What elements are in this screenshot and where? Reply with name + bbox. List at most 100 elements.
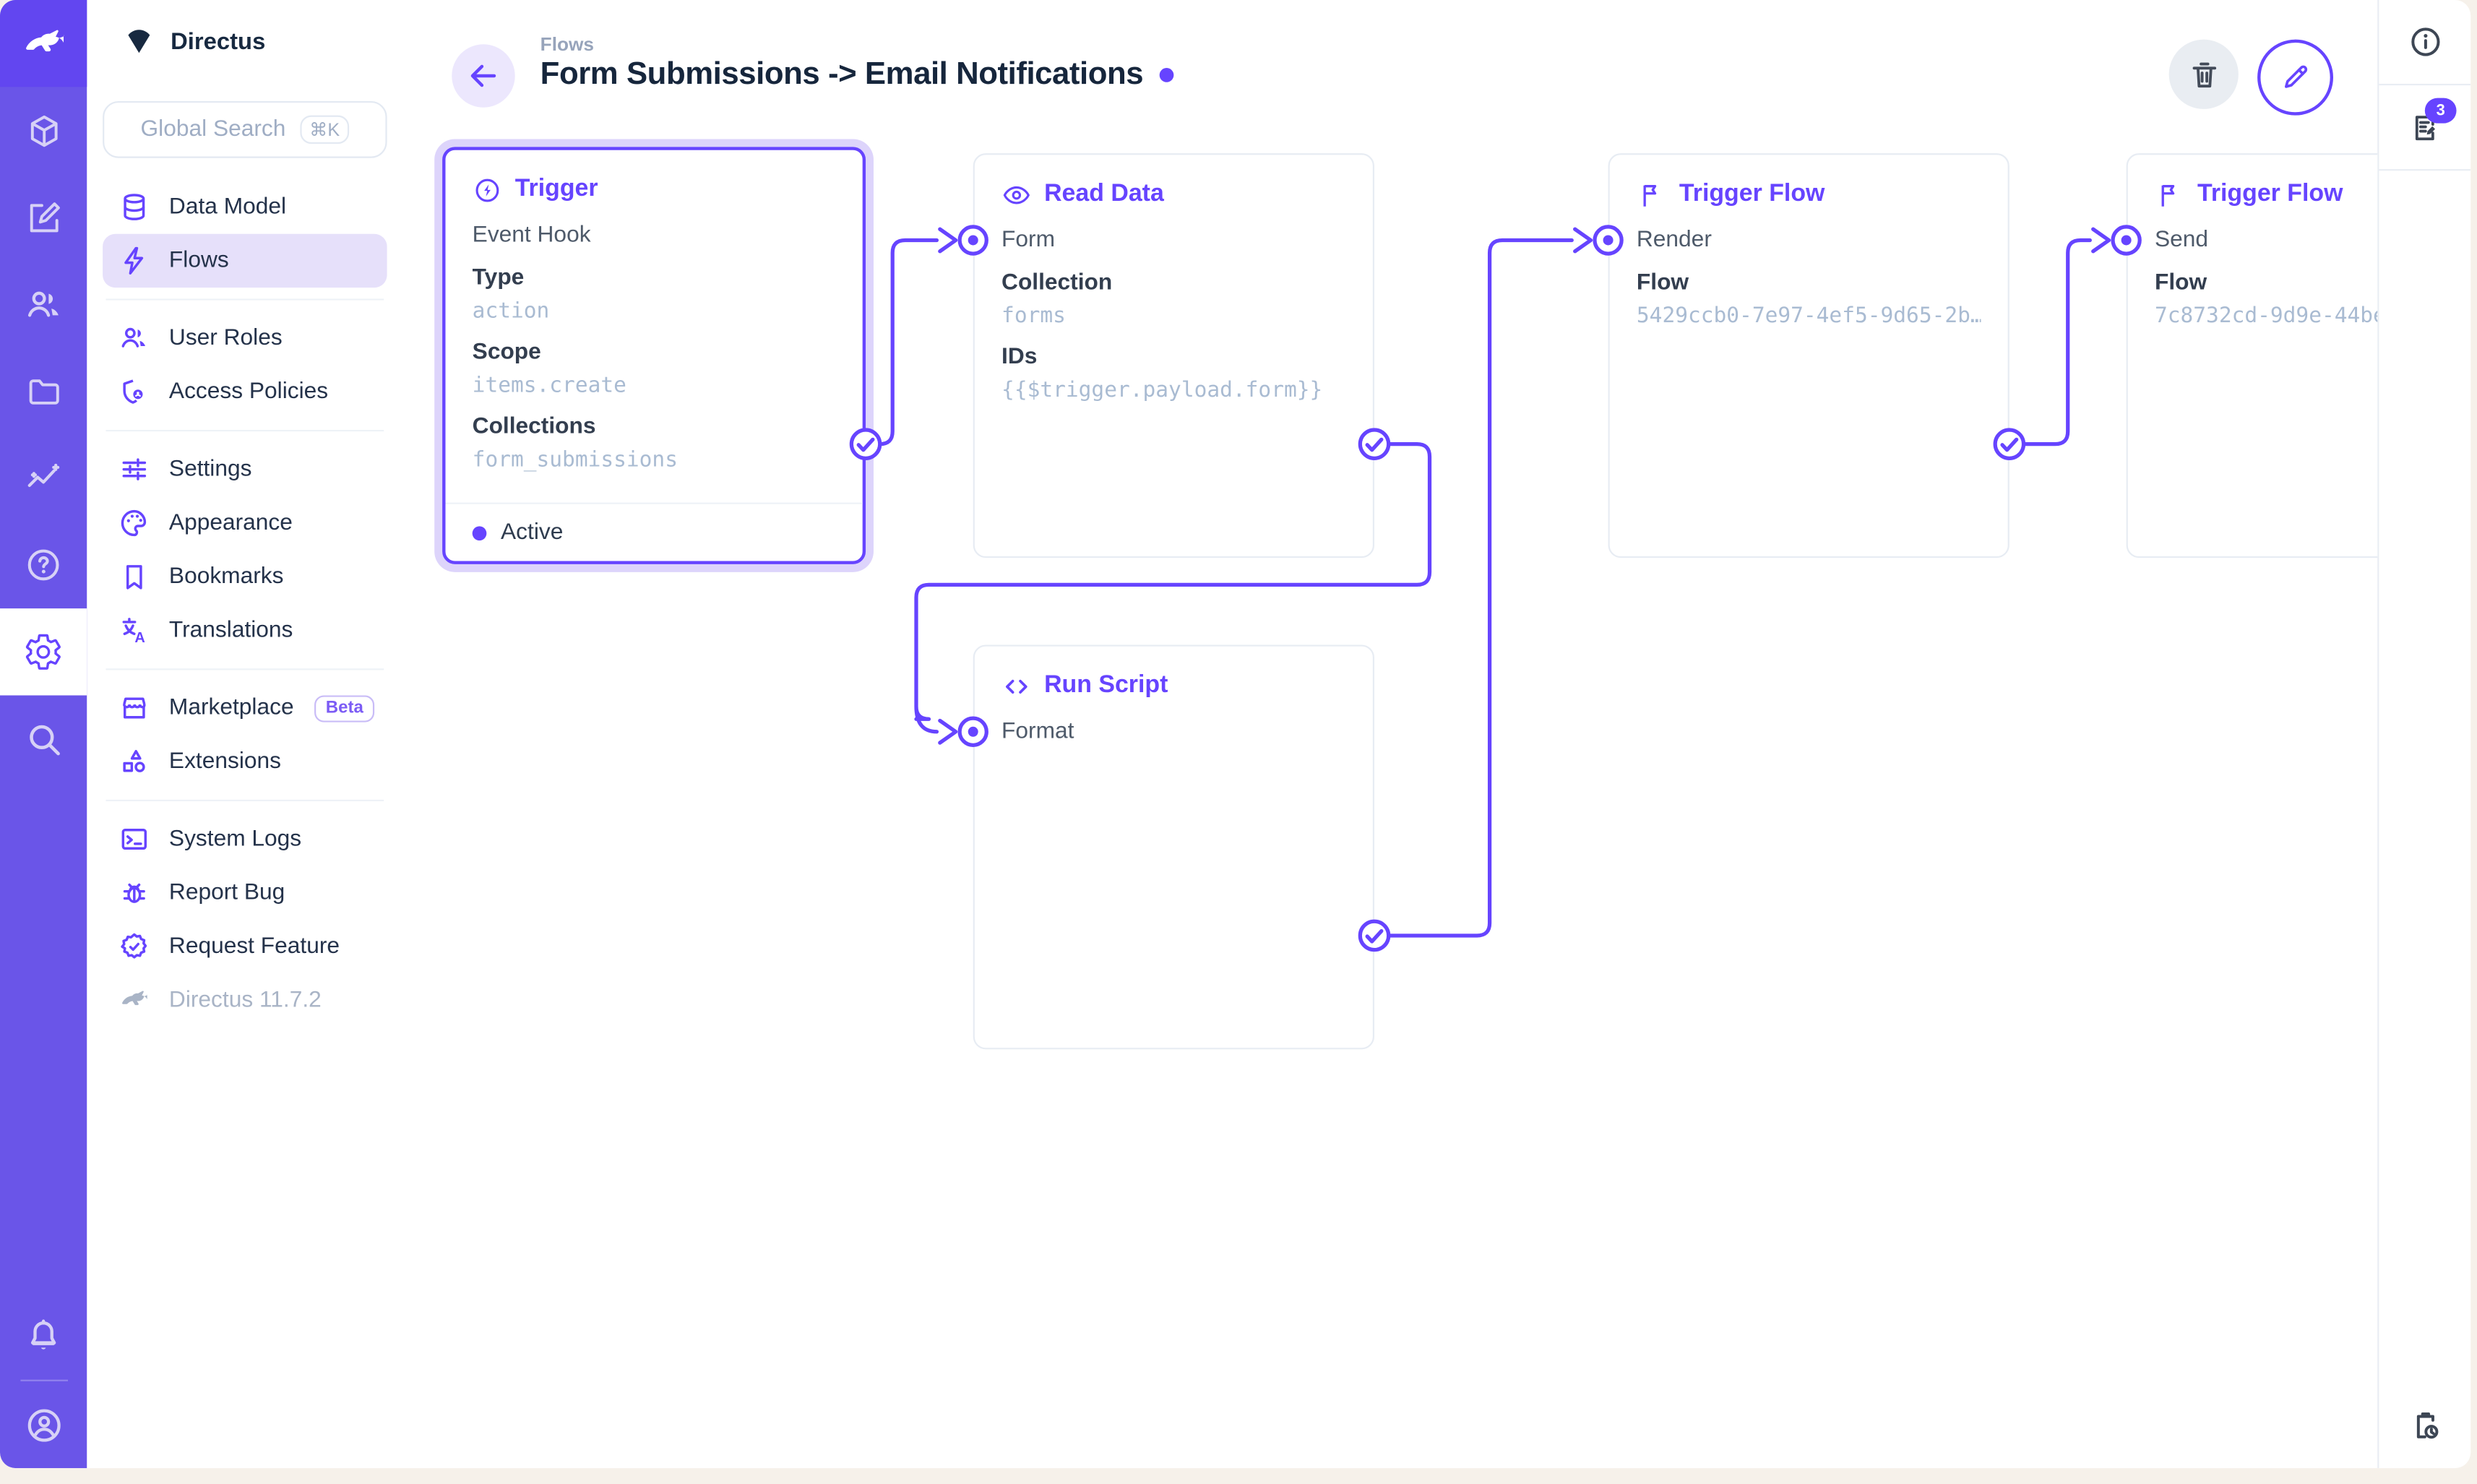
panel-input-label: Send: [2154, 227, 2209, 253]
nav-list: Data Model Flows User Roles Access Polic…: [87, 174, 402, 1027]
status-label: Active: [501, 519, 564, 545]
nav-label: Marketplace: [168, 695, 294, 721]
directus-logo[interactable]: [0, 0, 87, 87]
nav-divider: [105, 668, 384, 670]
breadcrumb: Flows: [540, 33, 595, 56]
nav-item-flows[interactable]: Flows: [103, 233, 387, 288]
info-button[interactable]: [2379, 0, 2470, 84]
version-label: Directus 11.7.2: [168, 988, 322, 1014]
trash-icon: [2192, 61, 2216, 87]
settings-icon: [25, 634, 61, 670]
eye-icon: [1003, 185, 1030, 204]
nav-item-system-logs[interactable]: System Logs: [103, 812, 387, 866]
revisions-button[interactable]: [2379, 1384, 2470, 1468]
operation-panel-trigger-flow-send[interactable]: Trigger Flow Send Flow7c8732cd-9d9e-44be…: [2126, 153, 2378, 558]
project-switcher[interactable]: Directus: [87, 0, 402, 82]
field-label: Scope: [472, 340, 541, 366]
field-label: Collections: [472, 414, 596, 440]
nav-item-report-bug[interactable]: Report Bug: [103, 866, 387, 920]
nav-item-translations[interactable]: A Translations: [103, 604, 387, 657]
module-bar-divider: [20, 1379, 67, 1381]
nav-item-appearance[interactable]: Appearance: [103, 496, 387, 550]
project-name: Directus: [171, 27, 266, 55]
global-search-input[interactable]: Global Search ⌘K: [103, 100, 387, 158]
palette-icon: [119, 507, 150, 539]
field-label: Flow: [1636, 270, 1689, 296]
content-icon: [30, 114, 57, 147]
rabbit-icon: [25, 29, 64, 51]
nav-item-access-policies[interactable]: Access Policies: [103, 365, 387, 418]
editor-icon: [29, 202, 59, 232]
pencil-icon: [2284, 65, 2308, 88]
storefront-icon: [119, 692, 150, 724]
nav-label: User Roles: [168, 325, 283, 351]
code-icon: [1006, 678, 1028, 693]
search-placeholder: Global Search: [140, 116, 286, 142]
nav-label: Translations: [168, 618, 293, 644]
field-value: 5429ccb0-7e97-4ef5-9d65-2b…: [1636, 303, 1981, 329]
bug-icon: [119, 877, 150, 909]
header-actions: [2168, 39, 2334, 116]
operation-panel-trigger-flow-render[interactable]: Trigger Flow Render Flow 5429ccb0-7e97-4e…: [1608, 153, 2009, 558]
database-icon: [119, 191, 150, 223]
bell-icon: [30, 1319, 56, 1350]
clipboard-clock-icon: [2416, 1412, 2438, 1439]
nav-item-marketplace[interactable]: Marketplace Beta: [103, 681, 387, 735]
module-bar: [0, 0, 87, 1469]
module-help[interactable]: [0, 522, 87, 608]
files-icon: [28, 379, 59, 404]
users-icon: [27, 290, 58, 316]
logs-button[interactable]: 3: [2379, 85, 2470, 169]
nav-item-request-feature[interactable]: Request Feature: [103, 920, 387, 973]
module-editor[interactable]: [0, 174, 87, 261]
nav-item-settings[interactable]: Settings: [103, 442, 387, 496]
module-users[interactable]: [0, 261, 87, 348]
panel-title: Run Script: [1044, 671, 1168, 699]
nav-label: Extensions: [168, 749, 282, 775]
field-value: 7c8732cd-9d9e-44be00-a1b2: [2154, 303, 2377, 329]
nav-item-data-model[interactable]: Data Model: [103, 180, 387, 233]
rabbit-icon: [119, 985, 150, 1017]
module-content[interactable]: [0, 87, 87, 173]
module-settings[interactable]: [0, 608, 87, 696]
insights-icon: [27, 463, 60, 487]
operation-panel-run-script[interactable]: Run Script Format: [973, 644, 1374, 1050]
panel-input-label: Form: [1001, 227, 1056, 253]
arrow-left-icon: [470, 64, 496, 87]
field-label: Flow: [2154, 270, 2207, 296]
nav-item-bookmarks[interactable]: Bookmarks: [103, 550, 387, 603]
field-value: form_submissions: [472, 447, 678, 473]
wire-read-data-arrowhead: [938, 718, 958, 745]
nav-item-extensions[interactable]: Extensions: [103, 735, 387, 788]
help-icon: [27, 549, 59, 581]
module-insights[interactable]: [0, 435, 87, 522]
field-value: items.create: [472, 373, 626, 399]
notifications-button[interactable]: [0, 1293, 87, 1379]
nav-divider: [105, 298, 384, 301]
project-icon: [128, 30, 150, 53]
module-search[interactable]: [0, 695, 87, 782]
search-icon: [30, 725, 60, 756]
nav-item-user-roles[interactable]: User Roles: [103, 311, 387, 365]
beta-badge: Beta: [314, 694, 375, 722]
wire-run-script-to-trigger-flow: [1372, 238, 1574, 938]
delete-flow-button[interactable]: [2168, 39, 2239, 109]
module-files[interactable]: [0, 348, 87, 434]
panel-title: Trigger Flow: [1679, 180, 1825, 207]
page-title: Form Submissions -> Email Notifications: [540, 56, 1144, 92]
panel-title: Read Data: [1044, 180, 1164, 207]
logs-count-badge: 3: [2424, 98, 2457, 124]
nav-label: Appearance: [168, 510, 293, 536]
back-button[interactable]: [452, 44, 515, 108]
flag-icon: [1643, 184, 1657, 206]
svg-text:A: A: [134, 630, 145, 646]
panel-input-label: Render: [1636, 227, 1712, 253]
account-button[interactable]: [0, 1381, 87, 1468]
nav-divider: [105, 799, 384, 802]
tune-icon: [119, 454, 150, 486]
edit-flow-button[interactable]: [2257, 39, 2334, 116]
